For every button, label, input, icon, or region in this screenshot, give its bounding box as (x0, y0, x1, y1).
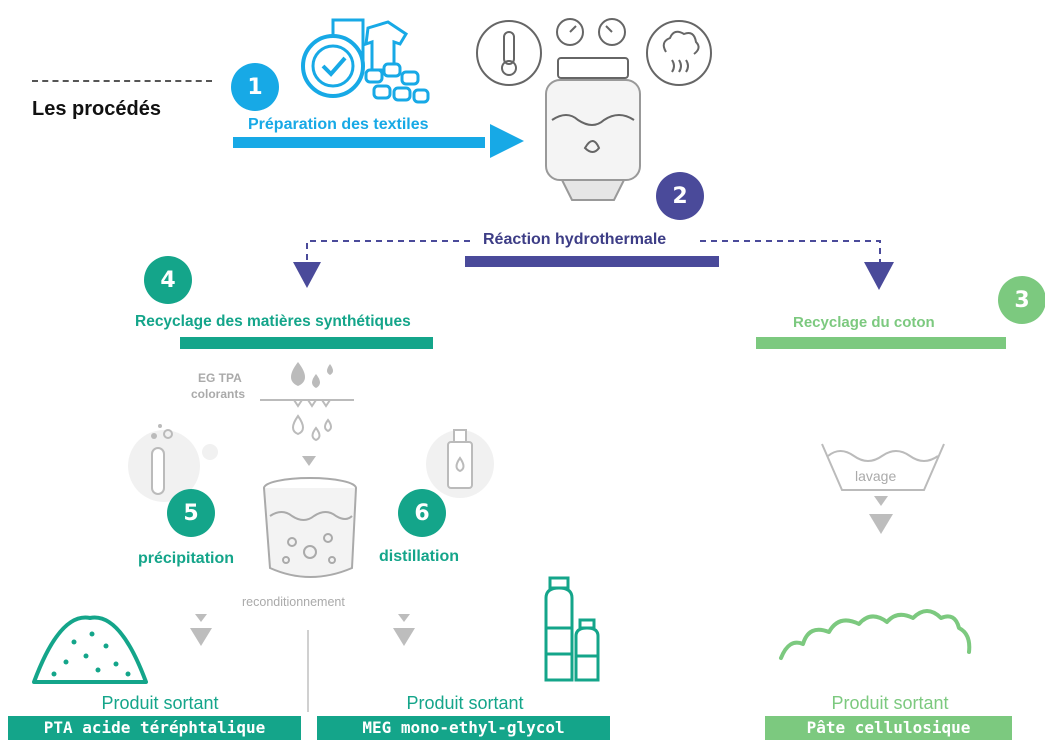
textile-pile-icon (301, 18, 430, 104)
step-6-label: distillation (379, 548, 459, 565)
step-5-badge: 5 (167, 489, 215, 537)
bottles-icon (544, 576, 600, 682)
thermometer-icon (476, 20, 542, 86)
step-1-label: Préparation des textiles (248, 116, 429, 133)
powder-pile-icon (32, 615, 148, 684)
output-3-heading: Produit sortant (831, 693, 949, 713)
washing-label: lavage (855, 468, 897, 484)
inputs-line-2: colorants (191, 387, 246, 401)
output-2-heading: Produit sortant (406, 693, 524, 713)
step-5-label: précipitation (138, 550, 235, 567)
step-3-bar (756, 337, 1006, 349)
output-3-product: Pâte cellulosique (765, 716, 1012, 740)
step-1-arrow-head (490, 124, 524, 158)
output-1-heading: Produit sortant (101, 693, 219, 713)
bottle-icon (426, 429, 494, 498)
step-3-label: Recyclage du coton (793, 314, 935, 331)
inputs-line-1: EG TPA (198, 371, 242, 385)
step-6-badge: 6 (398, 489, 446, 537)
page-title: Les procédés (32, 98, 161, 120)
step-2-badge: 2 (656, 172, 704, 220)
steam-icon (646, 20, 712, 86)
reconditioning-label: reconditionnement (242, 595, 345, 609)
reactor-icon (545, 18, 641, 201)
step-4-bar (180, 337, 433, 349)
step-1-badge: 1 (231, 63, 279, 111)
header-rule (32, 80, 212, 82)
output-2-product: MEG mono-ethyl-glycol (317, 716, 610, 740)
tank-icon (263, 477, 357, 578)
output-1-product: PTA acide téréphtalique (8, 716, 301, 740)
step-4-badge: 4 (144, 256, 192, 304)
step-1-arrow-bar (233, 137, 485, 148)
step-2-bar (465, 256, 719, 267)
cellulose-pulp-icon (779, 609, 972, 660)
step-2-label: Réaction hydrothermale (483, 231, 667, 248)
step-3-badge: 3 (998, 276, 1045, 324)
test-tube-icon (128, 424, 218, 502)
washing-basin-icon (821, 443, 945, 491)
step-4-label: Recyclage des matières synthétiques (135, 313, 411, 330)
droplets-filter-icon (260, 362, 354, 466)
